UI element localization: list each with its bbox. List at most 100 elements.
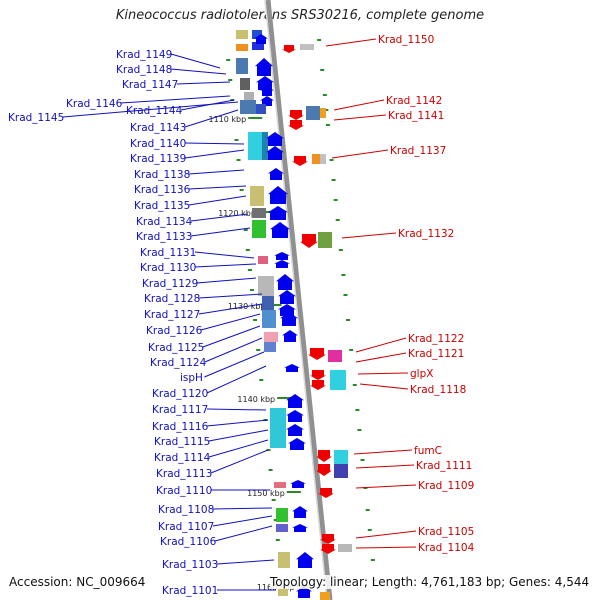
left-leader-line xyxy=(188,185,247,190)
left-leader-line xyxy=(206,419,269,427)
right-gene-label: Krad_1109 xyxy=(418,480,474,492)
right-leader-line xyxy=(333,99,385,111)
right-leader-line xyxy=(333,114,387,121)
gene-block xyxy=(276,524,288,532)
reverse-gene-arrow xyxy=(320,534,336,544)
left-gene-label: Krad_1126 xyxy=(146,325,203,337)
left-leader-line xyxy=(176,81,231,85)
gene-block xyxy=(320,108,326,118)
reverse-gene-arrow xyxy=(282,45,296,53)
gene-block xyxy=(334,464,348,478)
forward-gene-arrow xyxy=(268,168,284,180)
right-leader-line xyxy=(357,372,409,375)
left-leader-line xyxy=(170,53,221,69)
forward-gene-arrow xyxy=(268,206,288,220)
left-leader-line xyxy=(214,525,273,542)
left-gene-label: Krad_1106 xyxy=(160,536,217,548)
left-leader-line xyxy=(206,408,267,411)
scale-tick-label: 1150 kbp xyxy=(247,489,285,498)
right-gene-label: Krad_1105 xyxy=(418,526,474,538)
gene-block xyxy=(262,296,274,310)
left-gene-label: Krad_1139 xyxy=(130,153,186,165)
scale-tick-label: 1140 kbp xyxy=(237,395,275,404)
forward-gene-arrow xyxy=(260,86,274,96)
gene-block xyxy=(338,544,352,552)
forward-gene-arrow xyxy=(292,524,308,532)
left-gene-label: Krad_1133 xyxy=(136,231,192,243)
gene-block xyxy=(278,552,290,568)
gene-block xyxy=(240,100,256,114)
gene-block xyxy=(264,332,278,342)
right-gene-label: Krad_1121 xyxy=(408,348,464,360)
right-leader-line xyxy=(355,464,415,469)
left-leader-line xyxy=(204,337,263,363)
gene-block xyxy=(312,154,320,164)
right-leader-line xyxy=(355,530,417,539)
gene-block xyxy=(262,310,276,328)
left-gene-label: Krad_1120 xyxy=(152,388,208,400)
left-leader-line xyxy=(190,213,249,222)
left-leader-line xyxy=(202,325,261,348)
right-gene-label: Krad_1104 xyxy=(418,542,475,554)
left-gene-label: Krad_1116 xyxy=(152,421,209,433)
left-leader-line xyxy=(188,195,247,206)
left-leader-line xyxy=(208,429,269,442)
gene-block xyxy=(236,44,248,51)
left-leader-line xyxy=(198,303,263,315)
right-leader-line xyxy=(353,449,413,455)
left-gene-label: Krad_1143 xyxy=(130,122,186,134)
left-leader-line xyxy=(170,68,227,75)
left-leader-line xyxy=(206,365,267,394)
forward-gene-arrow xyxy=(296,586,312,598)
left-gene-label: Krad_1140 xyxy=(130,138,186,150)
gene-block xyxy=(262,132,268,160)
gene-block xyxy=(300,44,314,50)
reverse-gene-arrow xyxy=(308,348,326,360)
left-gene-label: Krad_1145 xyxy=(8,112,64,124)
right-leader-line xyxy=(355,546,417,549)
left-gene-label: Krad_1144 xyxy=(126,105,183,117)
reverse-gene-arrow xyxy=(320,544,336,554)
gene-block xyxy=(330,370,346,390)
gene-block xyxy=(270,408,286,448)
left-gene-label: Krad_1131 xyxy=(140,247,196,259)
forward-gene-arrow xyxy=(260,96,274,106)
forward-gene-arrow xyxy=(266,132,284,146)
right-gene-label: Krad_1132 xyxy=(398,228,454,240)
forward-gene-arrow xyxy=(278,304,296,316)
reverse-gene-arrow xyxy=(300,234,318,248)
gene-block xyxy=(240,78,250,90)
right-leader-line xyxy=(355,337,407,353)
left-gene-label: Krad_1128 xyxy=(144,293,200,305)
left-gene-label: Krad_1136 xyxy=(134,184,191,196)
forward-gene-arrow xyxy=(282,330,298,342)
right-gene-label: Krad_1137 xyxy=(390,145,446,157)
forward-gene-arrow xyxy=(256,76,274,90)
gene-block xyxy=(252,220,266,238)
left-gene-label: ispH xyxy=(180,372,203,384)
forward-gene-arrow xyxy=(268,186,288,204)
left-gene-label: Krad_1107 xyxy=(158,521,214,533)
left-gene-label: Krad_1127 xyxy=(144,309,200,321)
left-leader-line xyxy=(216,559,275,565)
forward-gene-arrow xyxy=(255,58,273,76)
left-leader-line xyxy=(200,313,261,331)
genome-info-text: Topology: linear; Length: 4,761,183 bp; … xyxy=(270,575,592,589)
left-leader-line xyxy=(194,251,255,259)
left-gene-label: Krad_1149 xyxy=(116,49,172,61)
left-gene-label: Krad_1108 xyxy=(158,504,214,516)
gene-block xyxy=(244,92,254,102)
left-leader-line xyxy=(212,507,273,510)
right-leader-line xyxy=(355,352,407,363)
gene-block xyxy=(276,508,288,522)
left-gene-label: Krad_1103 xyxy=(162,559,218,571)
left-gene-label: Krad_1115 xyxy=(154,436,210,448)
left-gene-label: Krad_1148 xyxy=(116,64,172,76)
reverse-gene-arrow xyxy=(318,488,334,498)
gene-block xyxy=(318,232,332,248)
left-leader-line xyxy=(196,277,257,284)
left-leader-line xyxy=(184,149,245,159)
left-gene-label: Krad_1146 xyxy=(66,98,123,110)
reverse-gene-arrow xyxy=(292,156,308,166)
